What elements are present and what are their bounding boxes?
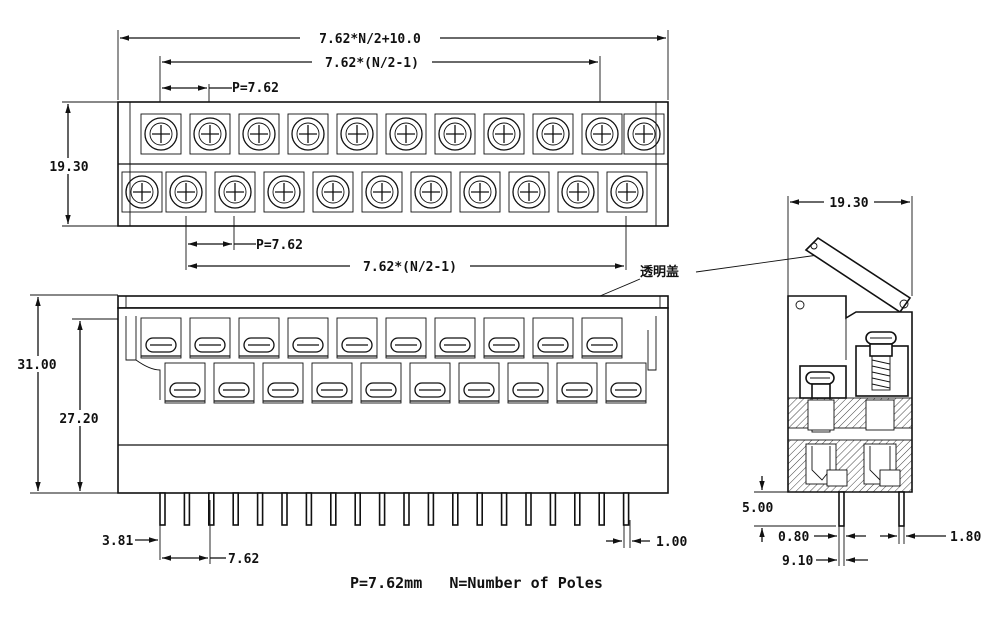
screw-top-row — [140, 113, 182, 155]
front-pin — [403, 492, 410, 526]
front-clamp-bottom — [164, 362, 206, 404]
screw-top-row — [434, 113, 476, 155]
front-clamp-bottom — [409, 362, 451, 404]
front-pin — [476, 492, 484, 526]
front-clamp-top — [434, 317, 476, 359]
front-pin — [281, 492, 288, 526]
front-clamp-top — [287, 317, 329, 359]
front-clamp-bottom — [458, 362, 500, 404]
front-pin — [549, 492, 557, 526]
screw-bottom-row — [263, 171, 305, 213]
body-height-label: 27.20 — [59, 412, 98, 427]
front-clamp-bottom — [507, 362, 549, 404]
front-pin — [354, 492, 362, 526]
screw-top-row — [336, 113, 378, 155]
front-pin — [183, 492, 191, 526]
cover-label: 透明盖 — [640, 264, 679, 280]
front-clamp-bottom — [605, 362, 647, 404]
screw-top-row — [483, 113, 525, 155]
front-pin — [525, 492, 532, 526]
front-pin — [378, 492, 386, 526]
total-height-label: 31.00 — [17, 358, 56, 373]
front-pin — [208, 492, 215, 526]
front-pin — [573, 492, 581, 526]
bottom-span-label: 7.62*(N/2-1) — [363, 260, 457, 275]
screw-top-row — [581, 113, 623, 155]
front-pin — [622, 492, 630, 526]
front-clamp-top — [581, 317, 623, 359]
pin-pitch-label: 7.62 — [228, 552, 259, 567]
front-clamp-top — [483, 317, 525, 359]
screw-bottom-row — [606, 171, 648, 213]
side-screw-high — [865, 331, 897, 391]
screw-bottom-row — [312, 171, 354, 213]
front-pin — [329, 492, 337, 526]
pin-width-label: 1.00 — [656, 535, 687, 550]
overall-length-label: 7.62*N/2+10.0 — [319, 32, 421, 47]
front-clamp-top — [238, 317, 280, 359]
side-pin-width-label: 0.80 — [778, 530, 809, 545]
screw-bottom-row — [214, 171, 256, 213]
side-right-label: 1.80 — [950, 530, 981, 545]
screw-extra-left — [121, 171, 163, 213]
front-pin — [159, 492, 166, 526]
top-height-label: 19.30 — [49, 160, 88, 175]
front-view: 31.00 27.20 3.81 7.62 1.00 — [14, 294, 687, 567]
top-pitch-label: P=7.62 — [232, 81, 279, 96]
top-view: 7.62*N/2+10.0 7.62*(N/2-1) P=7.62 19.30 — [46, 30, 669, 275]
screw-extra-right — [623, 113, 665, 155]
front-clamp-bottom — [556, 362, 598, 404]
screw-top-row — [287, 113, 329, 155]
screw-bottom-row — [361, 171, 403, 213]
pin-length-label: 5.00 — [742, 501, 773, 516]
screw-top-row — [385, 113, 427, 155]
pin-offset-label: 3.81 — [102, 534, 133, 549]
front-clamp-top — [189, 317, 231, 359]
top-span-label: 7.62*(N/2-1) — [325, 56, 419, 71]
screw-bottom-row — [165, 171, 207, 213]
screw-bottom-row — [557, 171, 599, 213]
front-pin — [598, 492, 606, 526]
screw-bottom-row — [459, 171, 501, 213]
side-pin-gap-label: 9.10 — [782, 554, 813, 569]
front-clamp-top — [140, 317, 182, 359]
screw-top-row — [532, 113, 574, 155]
front-pin — [232, 492, 239, 526]
side-width-label: 19.30 — [829, 196, 868, 211]
front-clamp-top — [385, 317, 427, 359]
front-pin — [500, 492, 508, 526]
front-clamp-bottom — [311, 362, 353, 404]
front-pin — [256, 492, 264, 526]
screw-bottom-row — [410, 171, 452, 213]
screw-top-row — [189, 113, 231, 155]
front-clamp-top — [532, 317, 574, 359]
side-view: 19.30 — [742, 194, 981, 569]
front-clamp-bottom — [262, 362, 304, 404]
front-clamp-top — [336, 317, 378, 359]
front-pin — [427, 492, 435, 526]
front-pin — [305, 492, 313, 526]
front-clamp-bottom — [213, 362, 255, 404]
front-clamp-bottom — [360, 362, 402, 404]
screw-top-row — [238, 113, 280, 155]
bottom-pitch-label: P=7.62 — [256, 238, 303, 253]
caption: P=7.62mm N=Number of Poles — [350, 574, 603, 592]
front-pin — [451, 492, 459, 526]
screw-bottom-row — [508, 171, 550, 213]
